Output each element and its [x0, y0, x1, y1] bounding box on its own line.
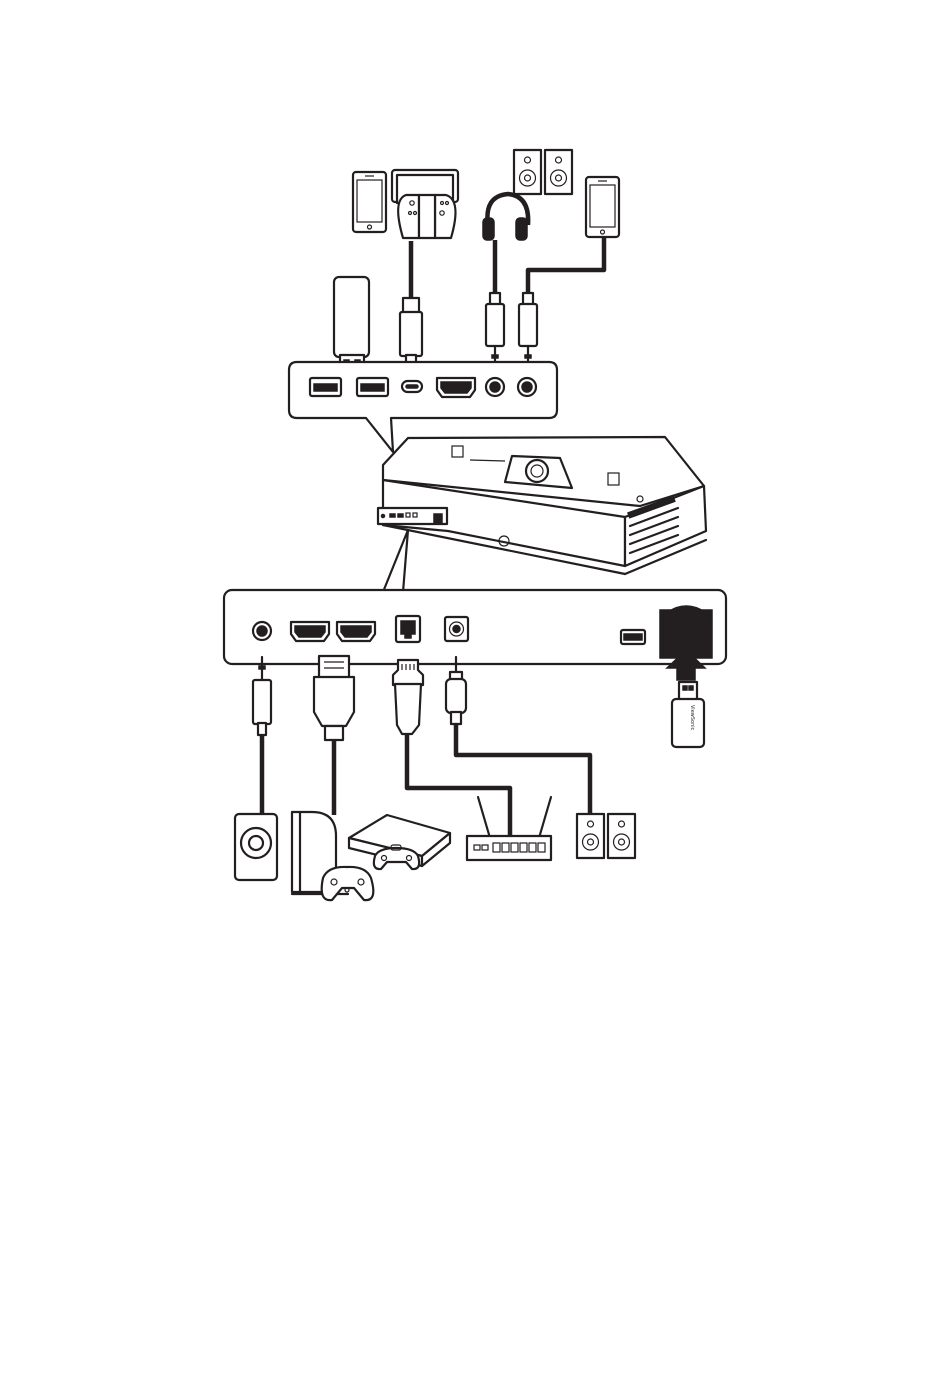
- coaxial-port: [445, 617, 468, 641]
- media-player-icon: [349, 815, 450, 869]
- projector-icon: [378, 437, 706, 574]
- usb-drive-brand-label: ViewSonic: [689, 705, 695, 731]
- headphones-icon: [483, 194, 528, 240]
- audio-jack: [253, 622, 271, 640]
- usb-c-cable: [400, 241, 422, 377]
- smartphone-icon: [586, 177, 619, 237]
- audio-cable-speakers: [519, 237, 604, 374]
- audio-cable-headphones: [486, 240, 504, 374]
- coaxial-cable: [446, 657, 590, 816]
- hdmi-port: [437, 378, 475, 397]
- audio-jack: [486, 378, 504, 396]
- usb-a-port: [357, 378, 388, 396]
- speakers-icon: [514, 150, 572, 194]
- speakers-icon: [577, 814, 635, 858]
- rear-port-panel: [224, 590, 726, 664]
- hdmi-port: [337, 622, 375, 641]
- rear-panel-callout: [383, 530, 408, 592]
- audio-jack: [518, 378, 536, 396]
- usb-a-port: [310, 378, 341, 396]
- hdmi-cable: [314, 656, 354, 815]
- game-console-icon: [392, 170, 458, 238]
- game-console-icon: [292, 812, 373, 900]
- usb-flash-drive-bottom: ViewSonic: [672, 682, 704, 747]
- usb-a-port: [621, 630, 645, 644]
- usb-flash-drive-top: [334, 277, 369, 373]
- subwoofer-icon: [235, 814, 277, 880]
- ethernet-port: [396, 616, 420, 642]
- usb-c-port: [402, 381, 422, 392]
- smartphone-icon: [353, 172, 386, 232]
- audio-cable-subwoofer: [253, 657, 271, 815]
- hdmi-port: [291, 622, 329, 641]
